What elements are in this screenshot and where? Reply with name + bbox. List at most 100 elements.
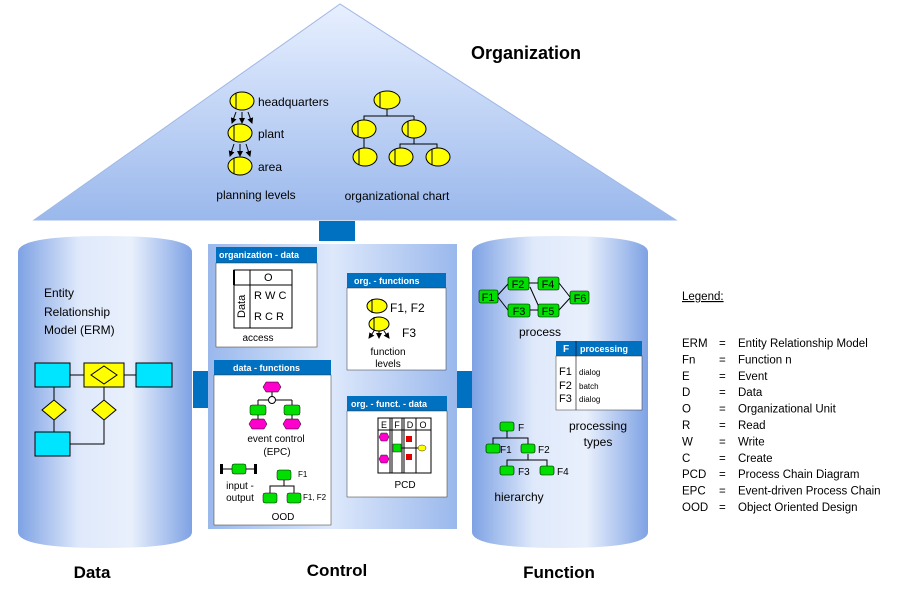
process-f4: F4 [542, 279, 555, 291]
level-plant: plant [258, 127, 285, 141]
hierarchy-f2: F2 [538, 445, 550, 456]
processing-header-p: processing [580, 344, 628, 354]
function-label: Function [523, 563, 595, 582]
legend-desc: Data [738, 387, 763, 399]
legend-row: OOD=Object Oriented Design [682, 502, 858, 514]
legend-abbr: EPC [682, 486, 706, 498]
data-functions-title: data - functions [233, 363, 300, 373]
matrix-data-label: Data [236, 294, 248, 318]
legend-abbr: W [682, 436, 693, 448]
legend-abbr: C [682, 453, 690, 465]
legend-row: ERM=Entity Relationship Model [682, 338, 868, 350]
legend-abbr: ERM [682, 338, 708, 350]
legend-abbr: R [682, 420, 690, 432]
hierarchy-f: F [518, 423, 524, 434]
legend-row: EPC = Event-driven Process Chain [682, 486, 881, 498]
process-caption: process [519, 325, 561, 339]
data-connector [193, 371, 208, 408]
level-area: area [258, 160, 282, 174]
legend-row: R = Read [682, 420, 766, 432]
pcd-col-d: D [407, 420, 414, 430]
access-caption: access [242, 333, 273, 344]
ood-f1: F1 [298, 470, 308, 479]
hierarchy-f4: F4 [557, 467, 569, 478]
organization-roof: Organization headquarters plant area pla… [32, 3, 678, 221]
control-label: Control [307, 561, 367, 580]
legend-eq: = [719, 469, 726, 481]
legend-row: W = Write [682, 436, 765, 448]
legend-abbr: PCD [682, 469, 706, 481]
matrix-row-1: R W C [254, 290, 286, 302]
processing-f1: F1 [559, 366, 572, 378]
hierarchy-graphic: F F1 F2 F3 F4 [485, 421, 569, 478]
process-f1: F1 [482, 292, 495, 304]
legend-abbr: Fn [682, 354, 695, 366]
function-connector [457, 371, 472, 408]
io-caption-1: input - [226, 481, 254, 492]
function-pillar: F1 F2 F4 F3 F5 F6 process F processing F… [472, 236, 648, 582]
legend-title: Legend: [682, 291, 724, 303]
legend-desc: Write [738, 436, 765, 448]
processing-caption-1: processing [569, 419, 627, 433]
pcd-col-e: E [381, 420, 387, 430]
level-headquarters: headquarters [258, 95, 329, 109]
legend-eq: = [719, 387, 726, 399]
legend-eq: = [719, 502, 726, 514]
org-funct-data-title: org. - funct. - data [351, 399, 428, 409]
pcd-caption: PCD [394, 480, 415, 491]
legend-abbr: O [682, 404, 691, 416]
org-chart-graphic [351, 90, 451, 167]
org-functions-title: org. - functions [354, 276, 420, 286]
processing-f3: F3 [559, 393, 572, 405]
legend-desc: Entity Relationship Model [738, 338, 868, 350]
legend-rows: ERM=Entity Relationship ModelFn=Function… [682, 338, 881, 514]
data-label: Data [74, 563, 111, 582]
ood-f12: F1, F2 [303, 493, 327, 502]
legend-desc: Event-driven Process Chain [738, 486, 881, 498]
legend-desc: Read [738, 420, 766, 432]
legend-eq: = [719, 404, 726, 416]
planning-levels-caption: planning levels [216, 188, 295, 202]
processing-table: F processing F1 dialog F2 batch F3 dialo… [555, 341, 643, 411]
legend-desc: Organizational Unit [738, 404, 837, 416]
legend-abbr: OOD [682, 502, 708, 514]
processing-header-f: F [563, 344, 569, 355]
processing-f2: F2 [559, 380, 572, 392]
process-f3: F3 [513, 306, 526, 318]
process-f2: F2 [512, 279, 525, 291]
hierarchy-f3: F3 [518, 467, 530, 478]
legend-eq: = [719, 354, 726, 366]
planning-levels-graphic [227, 91, 255, 176]
legend-row: O = Organizational Unit [682, 404, 837, 416]
erm-line-2: Relationship [44, 305, 110, 319]
legend-eq: = [719, 453, 726, 465]
legend-eq: = [719, 436, 726, 448]
legend-desc: Process Chain Diagram [738, 469, 859, 481]
legend-eq: = [719, 420, 726, 432]
org-f3: F3 [402, 326, 416, 340]
function-levels-caption-2: levels [375, 359, 401, 370]
legend-row: Fn = Function n [682, 354, 792, 366]
org-chart-caption: organizational chart [345, 189, 450, 203]
processing-p3: dialog [579, 395, 600, 404]
io-caption-2: output [226, 493, 254, 504]
matrix-o: O [264, 272, 273, 284]
hierarchy-caption: hierarchy [494, 490, 543, 504]
ood-caption: OOD [272, 512, 295, 523]
org-functions-box: org. - functions F1, F2 F3 function leve… [346, 273, 447, 371]
legend-eq: = [719, 371, 726, 383]
legend-row: C=Create [682, 453, 773, 465]
legend-desc: Function n [738, 354, 792, 366]
roof-connector [319, 221, 355, 241]
legend-abbr: E [682, 371, 690, 383]
org-f12: F1, F2 [390, 301, 425, 315]
legend-row: D = Data [682, 387, 763, 399]
legend-abbr: D [682, 387, 690, 399]
org-data-box: organization - data O Data R W C R C R a… [215, 247, 318, 348]
processing-p2: batch [579, 382, 599, 391]
hierarchy-f1: F1 [500, 445, 512, 456]
legend-eq: = [719, 486, 726, 498]
pcd-col-f: F [394, 420, 400, 430]
roof-title: Organization [471, 43, 581, 63]
processing-p1: dialog [579, 368, 600, 377]
